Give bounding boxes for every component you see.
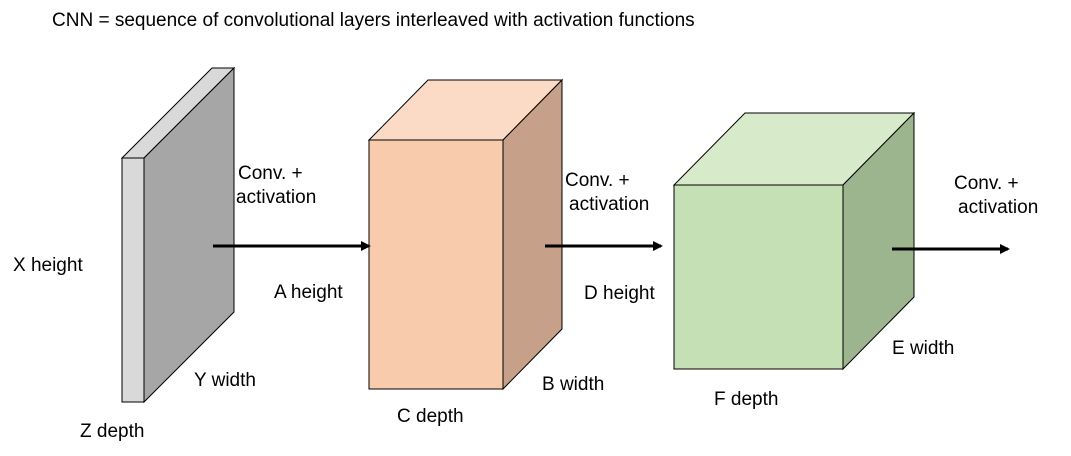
arrow-1-label-line2: activation bbox=[236, 187, 317, 208]
arrow-3-label: Conv. + activation bbox=[954, 172, 1038, 220]
block2-front-face bbox=[673, 184, 844, 370]
arrow-3-label-line2: activation bbox=[958, 197, 1039, 218]
arrow-1-label-line1: Conv. + bbox=[238, 163, 303, 184]
input-layer-front-face bbox=[143, 66, 235, 404]
block1-front-face bbox=[368, 139, 504, 390]
arrow-3-label-line1: Conv. + bbox=[954, 173, 1019, 194]
block2-width-label: E width bbox=[892, 338, 955, 359]
arrow-2-label-line2: activation bbox=[569, 194, 650, 215]
block1-width-label: B width bbox=[542, 374, 605, 395]
arrow-1-label: Conv. + activation bbox=[236, 162, 316, 210]
input-depth-label: Z depth bbox=[80, 421, 145, 442]
arrow-2-label-line1: Conv. + bbox=[565, 170, 630, 191]
input-layer bbox=[120, 66, 236, 404]
page-title: CNN = sequence of convolutional layers i… bbox=[52, 10, 695, 31]
block2-height-label: D height bbox=[584, 283, 655, 304]
conv-block-2 bbox=[672, 111, 916, 371]
arrow-2-label: Conv. + activation bbox=[565, 169, 649, 217]
input-height-label: X height bbox=[13, 255, 83, 276]
input-layer-side-face bbox=[121, 157, 145, 403]
block1-height-label: A height bbox=[274, 282, 343, 303]
block1-depth-label: C depth bbox=[397, 406, 464, 427]
conv-block-1 bbox=[367, 78, 564, 391]
block2-depth-label: F depth bbox=[714, 389, 779, 410]
input-width-label: Y width bbox=[194, 370, 256, 391]
